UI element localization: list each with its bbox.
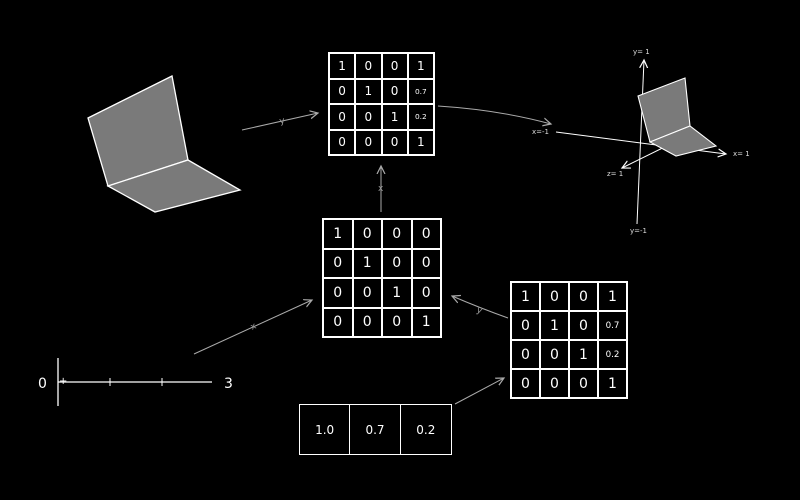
matrix-cell: 0 (323, 278, 353, 308)
slider-value-marker[interactable]: + (59, 376, 67, 387)
matrix-cell: 0 (381, 78, 408, 104)
arrow-top-matrix-to-result (437, 105, 551, 124)
matrix-cell: 0.2 (598, 340, 627, 369)
matrix-cell: 0 (381, 53, 408, 79)
arrow-shape-to-top-matrix (241, 113, 318, 131)
matrix-cell: 0 (511, 311, 540, 340)
matrix-cell: 0.2 (407, 104, 434, 130)
matrix-cell: 0 (569, 282, 598, 311)
matrix-cell: 0 (411, 248, 441, 278)
matrix-cell: 0 (511, 369, 540, 398)
arrow-label-slider-to-identity: x (249, 321, 259, 333)
matrix-cell: 0 (329, 78, 356, 104)
slider-track[interactable] (57, 358, 212, 406)
matrix-cell: 0 (355, 104, 382, 130)
matrix-cell: 0 (411, 219, 441, 249)
matrix-cell: 0 (569, 369, 598, 398)
vector-cell: 0.7 (350, 405, 401, 454)
matrix-cell: 0 (382, 248, 412, 278)
arrow-right-matrix-to-identity (452, 296, 509, 319)
matrix-cell: 0 (329, 104, 356, 130)
vector-cell: 0.2 (416, 422, 436, 437)
matrix-cell: 1 (355, 78, 382, 104)
arrow-label-right-to-identity: y (475, 305, 484, 316)
axis-label-y-pos: y= 1 (633, 48, 650, 56)
axis-label-x-neg: x=-1 (532, 128, 549, 136)
matrix-cell: 1 (407, 129, 434, 155)
matrix-cell: 0 (511, 340, 540, 369)
matrix-cell: 0 (381, 129, 408, 155)
matrix-cell: 1 (598, 369, 627, 398)
matrix-cell: 0 (323, 307, 353, 337)
matrix-cell: 0.7 (598, 311, 627, 340)
matrix-cell: 0 (355, 129, 382, 155)
axis-label-z-pos: z= 1 (607, 170, 623, 178)
folded-shape-original (87, 75, 242, 213)
matrix-cell: 1 (407, 53, 434, 79)
slider-min-label: 0 (38, 376, 47, 392)
arrow-vector-to-right-matrix (454, 378, 504, 405)
matrix-cell: 0 (323, 248, 353, 278)
matrix-cell: 1 (323, 219, 353, 249)
arrow-label-shape-to-top: y (279, 116, 287, 127)
matrix-cell: 1 (381, 104, 408, 130)
matrix-cell: 0 (540, 369, 569, 398)
arrow-slider-to-identity (193, 300, 312, 355)
slider-max-label: 3 (224, 376, 233, 392)
axis-label-x-pos: x= 1 (733, 150, 750, 158)
matrix-cell: 0 (355, 53, 382, 79)
matrix-cell: 1 (329, 53, 356, 79)
matrix-cell: 0 (352, 219, 382, 249)
matrix-cell: 0 (352, 278, 382, 308)
matrix-cell: 1 (598, 282, 627, 311)
matrix-cell: 0 (329, 129, 356, 155)
matrix-cell: 0.7 (407, 78, 434, 104)
matrix-cell: 0 (540, 340, 569, 369)
matrix-cell: 1 (382, 278, 412, 308)
matrix-cell: 0 (382, 307, 412, 337)
matrix-cell: 0 (352, 307, 382, 337)
vector-cell: 1.0 (300, 405, 351, 454)
matrix-cell: 0 (411, 278, 441, 308)
axis-label-y-neg: y=-1 (630, 227, 647, 235)
matrix-cell: 1 (569, 340, 598, 369)
matrix-cell: 0 (540, 282, 569, 311)
matrix-cell: 0 (569, 311, 598, 340)
matrix-cell: 1 (540, 311, 569, 340)
matrix-cell: 0 (382, 219, 412, 249)
arrow-label-identity-to-top: x (378, 184, 384, 194)
matrix-cell: 1 (411, 307, 441, 337)
folded-shape-transformed (637, 77, 718, 157)
matrix-cell: 1 (352, 248, 382, 278)
matrix-cell: 1 (511, 282, 540, 311)
